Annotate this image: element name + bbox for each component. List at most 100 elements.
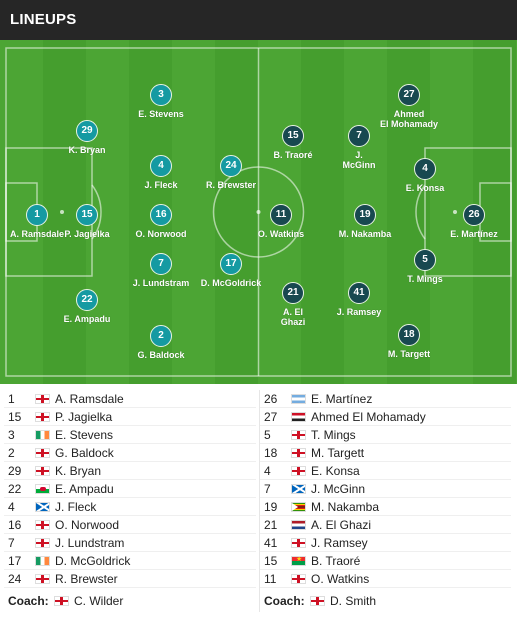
england-flag-icon xyxy=(291,574,306,584)
player-name: E. Ampadu xyxy=(55,482,114,496)
pitch-player-away-15[interactable]: 15 B. Traoré xyxy=(248,125,338,160)
pitch-player-home-24[interactable]: 24 R. Brewster xyxy=(186,155,276,190)
ireland-flag-icon xyxy=(35,556,50,566)
england-flag-icon xyxy=(35,466,50,476)
pitch-player-away-41[interactable]: 41 J. Ramsey xyxy=(314,282,404,317)
england-flag-icon xyxy=(35,520,50,530)
pitch-player-home-3[interactable]: 3 E. Stevens xyxy=(116,84,206,119)
pitch-player-away-21[interactable]: 21 A. El Ghazi xyxy=(248,282,338,327)
player-number-badge: 15 xyxy=(282,125,304,147)
pitch-player-away-11[interactable]: 11 O. Watkins xyxy=(236,204,326,239)
scotland-flag-icon xyxy=(35,502,50,512)
player-number-badge: 26 xyxy=(463,204,485,226)
player-name: G. Baldock xyxy=(137,350,185,360)
pitch-player-home-22[interactable]: 22 E. Ampadu xyxy=(42,289,132,324)
england-flag-icon xyxy=(35,412,50,422)
player-number-badge: 41 xyxy=(348,282,370,304)
player-number: 41 xyxy=(264,536,278,550)
pitch-player-home-7[interactable]: 7 J. Lundstram xyxy=(116,253,206,288)
pitch-player-away-27[interactable]: 27 Ahmed El Mohamady xyxy=(364,84,454,129)
player-number-badge: 7 xyxy=(348,125,370,147)
player-number: 27 xyxy=(264,410,278,424)
player-number-badge: 27 xyxy=(398,84,420,106)
pitch-player-home-15[interactable]: 15 P. Jagielka xyxy=(42,204,132,239)
player-number: 29 xyxy=(8,464,22,478)
pitch-player-away-7[interactable]: 7 J. McGinn xyxy=(314,125,404,170)
england-flag-icon xyxy=(291,538,306,548)
player-number: 17 xyxy=(8,554,22,568)
player-number-badge: 7 xyxy=(150,253,172,275)
pitch-markings xyxy=(5,47,512,377)
pitch-player-home-1[interactable]: 1 A. Ramsdale xyxy=(0,204,82,239)
pitch: 1 A. Ramsdale 15 P. Jagielka 3 E. Steven… xyxy=(0,40,517,384)
player-number-badge: 19 xyxy=(354,204,376,226)
player-name: R. Brewster xyxy=(205,180,257,190)
player-name: T. Mings xyxy=(311,428,356,442)
pitch-player-home-2[interactable]: 2 G. Baldock xyxy=(116,325,206,360)
coach-label: Coach: xyxy=(8,594,49,608)
player-name: O. Norwood xyxy=(135,229,187,239)
player-number: 11 xyxy=(264,572,277,586)
player-number-badge: 2 xyxy=(150,325,172,347)
pitch-player-away-18[interactable]: 18 M. Targett xyxy=(364,324,454,359)
england-flag-icon xyxy=(291,430,306,440)
player-name: A. Ramsdale xyxy=(9,229,65,239)
player-name: J. Ramsey xyxy=(336,307,382,317)
lineups-header: LINEUPS xyxy=(0,0,517,40)
list-item[interactable]: 15B. Traoré xyxy=(260,552,511,570)
player-name: J. Fleck xyxy=(55,500,97,514)
england-flag-icon xyxy=(310,596,325,606)
player-number-badge: 4 xyxy=(414,158,436,180)
player-name: K. Bryan xyxy=(68,145,106,155)
away-coach[interactable]: Coach: D. Smith xyxy=(260,590,511,612)
player-name: E. Martínez xyxy=(450,229,498,239)
player-number: 22 xyxy=(8,482,22,496)
player-name: P. Jagielka xyxy=(64,229,110,239)
pitch-player-away-5[interactable]: 5 T. Mings xyxy=(380,249,470,284)
player-name: G. Baldock xyxy=(55,446,114,460)
player-name: R. Brewster xyxy=(55,572,118,586)
player-name: E. Martínez xyxy=(311,392,373,406)
player-number: 1 xyxy=(8,392,15,406)
player-name: B. Traoré xyxy=(273,150,313,160)
pitch-player-away-26[interactable]: 26 E. Martínez xyxy=(429,204,517,239)
home-coach[interactable]: Coach: C. Wilder xyxy=(4,590,256,612)
list-item[interactable]: 22 E. Ampadu xyxy=(4,480,256,498)
pitch-player-home-29[interactable]: 29 K. Bryan xyxy=(42,120,132,155)
player-number: 4 xyxy=(264,464,271,478)
pitch-player-home-16[interactable]: 16 O. Norwood xyxy=(116,204,206,239)
player-name: E. Ampadu xyxy=(63,314,111,324)
player-name: M. Targett xyxy=(311,446,365,460)
pitch-player-away-4[interactable]: 4 E. Konsa xyxy=(380,158,470,193)
player-name: E. Stevens xyxy=(55,428,114,442)
pitch-player-home-4[interactable]: 4 J. Fleck xyxy=(116,155,206,190)
coach-name: C. Wilder xyxy=(74,594,124,608)
zimbabwe-flag-icon xyxy=(291,502,306,512)
coach-name: D. Smith xyxy=(330,594,377,608)
pitch-player-away-19[interactable]: 19 M. Nakamba xyxy=(320,204,410,239)
player-number-badge: 1 xyxy=(26,204,48,226)
scotland-flag-icon xyxy=(291,484,306,494)
pitch-player-home-17[interactable]: 17 D. McGoldrick xyxy=(186,253,276,288)
